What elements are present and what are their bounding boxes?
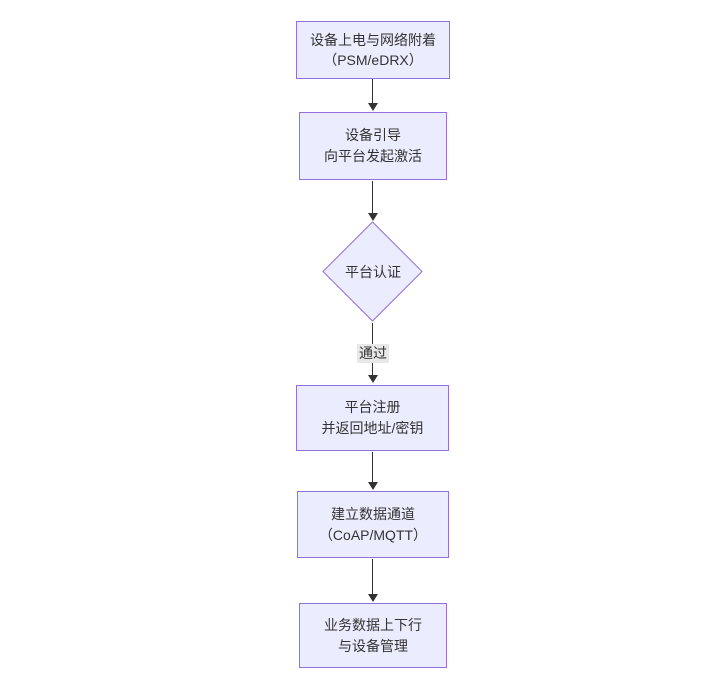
node-text-line: 与设备管理 — [338, 637, 408, 654]
edge-label-pass: 通过 — [357, 344, 389, 363]
edge-connector — [372, 181, 373, 214]
node-text-line: 建立数据通道 — [331, 505, 415, 522]
node-business-data: 业务数据上下行 与设备管理 — [299, 603, 447, 668]
arrowhead-down-icon — [368, 482, 378, 490]
node-text-line: 并返回地址/密钥 — [321, 420, 424, 436]
node-text-line: 设备引导 — [345, 127, 401, 143]
node-bootstrap: 设备引导 向平台发起激活 — [299, 112, 447, 180]
node-text-line: 平台注册 — [344, 399, 401, 415]
node-text-line: 平台认证 — [345, 264, 401, 280]
arrowhead-down-icon — [368, 103, 378, 111]
node-data-channel: 建立数据通道 （CoAP/MQTT） — [297, 491, 449, 558]
node-platform-register: 平台注册 并返回地址/密钥 — [296, 385, 449, 451]
node-text-line: （CoAP/MQTT） — [318, 526, 428, 543]
edge-connector — [372, 559, 373, 594]
arrowhead-down-icon — [368, 594, 378, 602]
arrowhead-down-icon — [368, 375, 378, 383]
node-text-line: 向平台发起激活 — [324, 148, 422, 164]
node-power-attach: 设备上电与网络附着 （PSM/eDRX） — [296, 21, 450, 79]
edge-connector — [372, 452, 373, 483]
arrowhead-down-icon — [368, 213, 378, 221]
node-text-line: （PSM/eDRX） — [323, 52, 423, 68]
node-text-line: 设备上电与网络附着 — [310, 32, 436, 48]
node-text-line: 业务数据上下行 — [324, 616, 422, 633]
edge-connector — [372, 79, 373, 104]
decision-platform-auth: 平台认证 — [323, 222, 423, 322]
